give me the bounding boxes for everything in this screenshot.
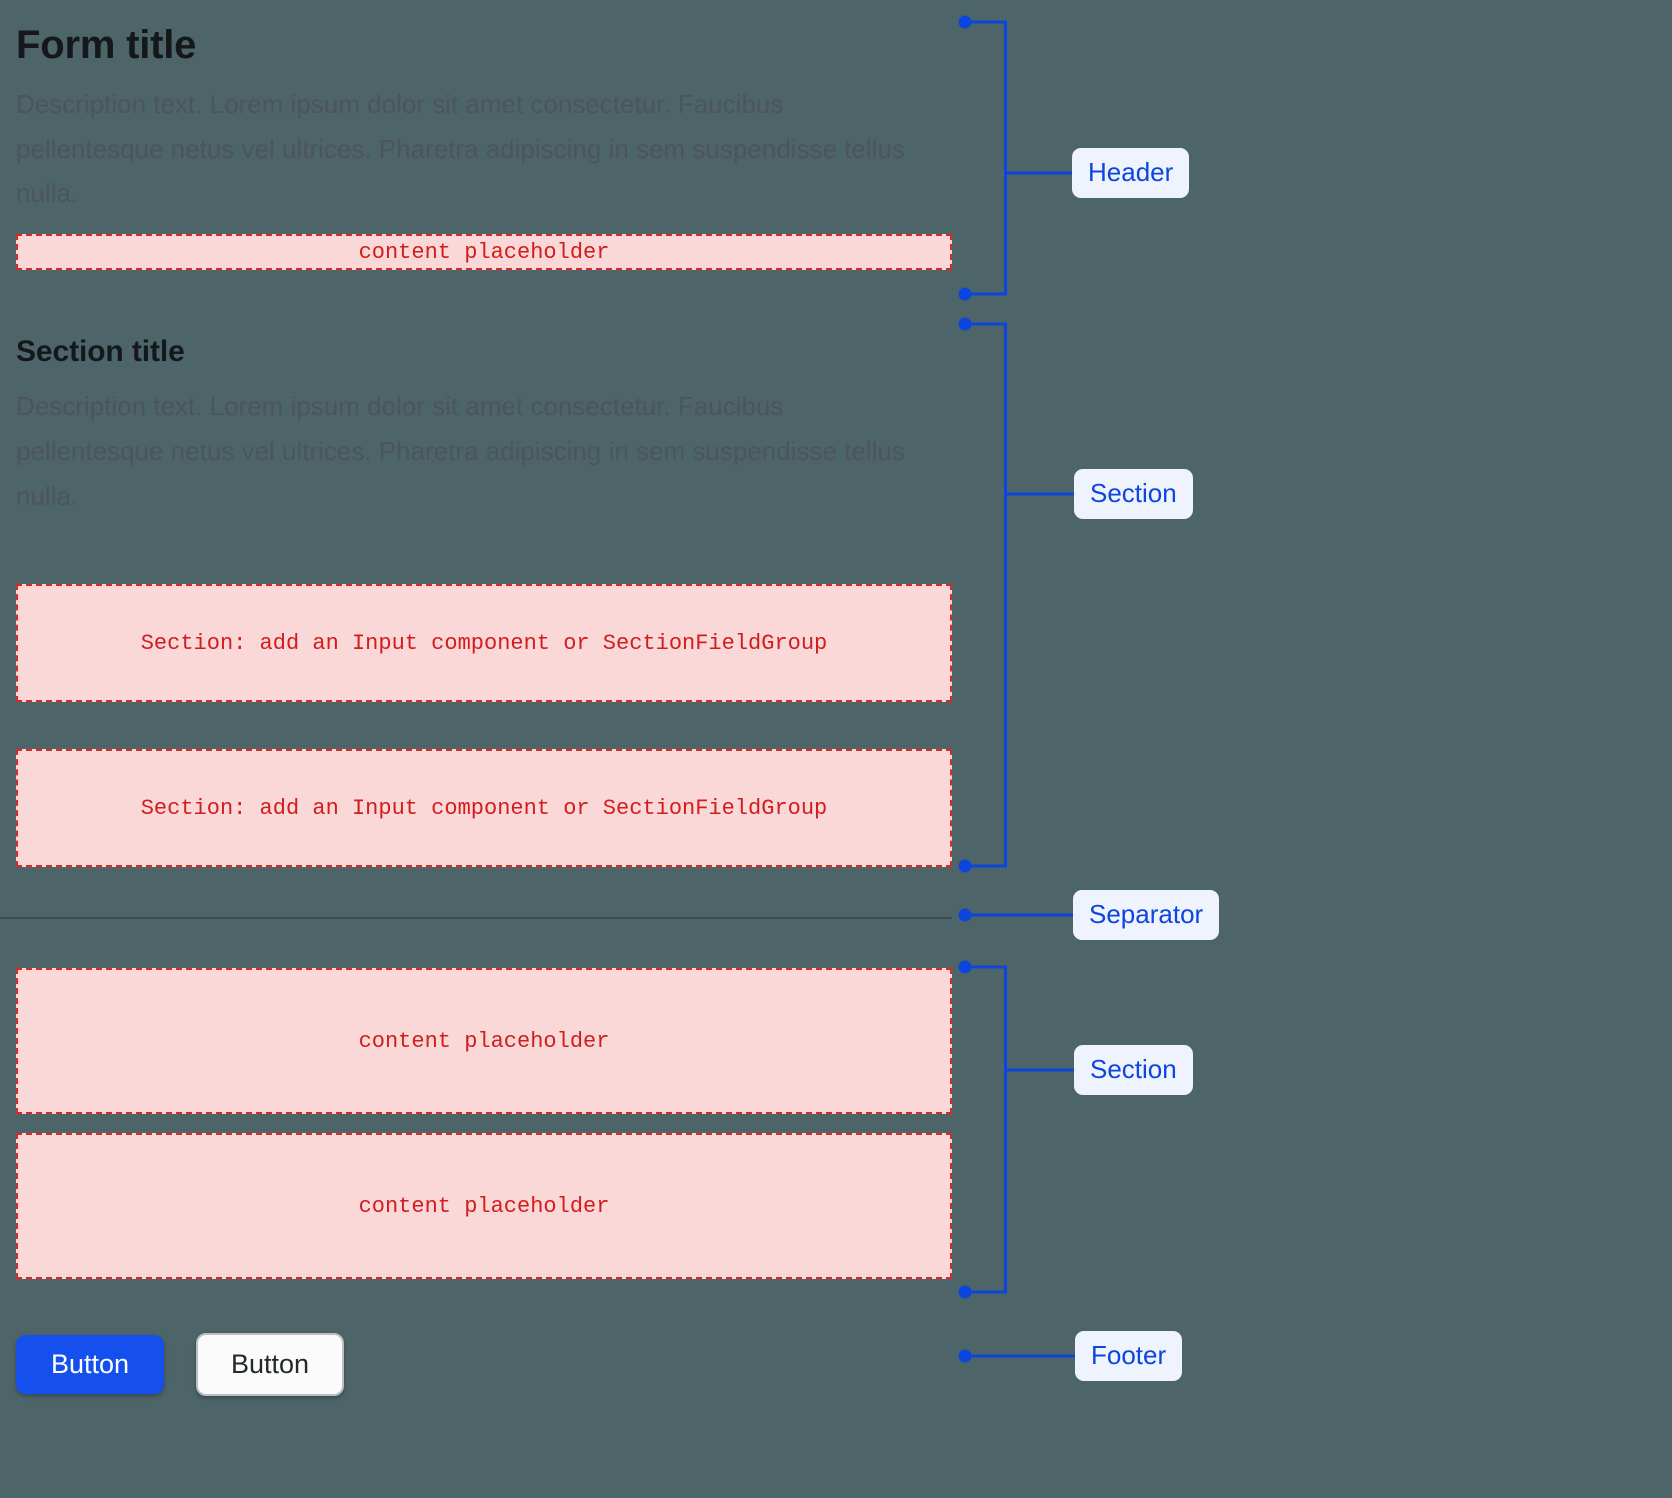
annotation-label-header[interactable]: Header <box>1072 148 1190 198</box>
annotation-leader-separator <box>965 913 1073 917</box>
annotation-line-section-two-bottom <box>965 1290 1007 1294</box>
section-two-placeholder-2: content placeholder <box>16 1133 952 1280</box>
annotation-line-section-bottom <box>965 864 1007 868</box>
section-title: Section title <box>16 335 185 369</box>
annotation-leader-footer <box>965 1354 1075 1358</box>
primary-button[interactable]: Button <box>16 1335 164 1395</box>
annotation-leader-section-two <box>1004 1068 1074 1072</box>
form-content: Form title Description text. Lorem ipsum… <box>0 0 952 1397</box>
annotation-label-section[interactable]: Section <box>1074 469 1193 519</box>
section-field-placeholder-1: Section: add an Input component or Secti… <box>16 584 952 703</box>
annotation-bracket-header <box>1004 22 1007 294</box>
annotation-bracket-section-two <box>1004 967 1007 1292</box>
form-header-block: Form title Description text. Lorem ipsum… <box>16 22 952 271</box>
section-two-placeholder-1: content placeholder <box>16 968 952 1115</box>
annotation-line-header-bottom <box>965 292 1007 296</box>
header-description: Description text. Lorem ipsum dolor sit … <box>16 89 905 209</box>
annotation-leader-header <box>1004 171 1072 175</box>
section-description: Description text. Lorem ipsum dolor sit … <box>16 391 905 511</box>
annotation-label-footer[interactable]: Footer <box>1075 1331 1183 1381</box>
section-field-placeholder-1-label: Section: add an Input component or Secti… <box>140 630 828 656</box>
header-placeholder-label: content placeholder <box>358 239 610 265</box>
secondary-button[interactable]: Button <box>196 1333 344 1397</box>
annotation-line-header-top <box>965 20 1007 24</box>
section-field-placeholder-2: Section: add an Input component or Secti… <box>16 749 952 868</box>
section-field-placeholder-2-label: Section: add an Input component or Secti… <box>140 795 828 821</box>
section-two-placeholder-1-label: content placeholder <box>358 1028 610 1054</box>
form-section-two-block: content placeholder content placeholder <box>16 968 952 1280</box>
page-title: Form title <box>16 23 197 67</box>
annotation-leader-section <box>1004 492 1074 496</box>
form-section-block: Section title Description text. Lorem ip… <box>16 334 952 868</box>
annotation-label-section-two[interactable]: Section <box>1074 1045 1193 1095</box>
annotation-line-section-top <box>965 322 1007 326</box>
annotation-bracket-section <box>1004 324 1007 866</box>
separator <box>0 917 952 920</box>
section-two-placeholder-2-label: content placeholder <box>358 1193 610 1219</box>
form-footer: Button Button <box>16 1333 952 1397</box>
annotation-label-separator[interactable]: Separator <box>1073 890 1220 940</box>
annotation-line-section-two-top <box>965 965 1007 969</box>
header-content-placeholder: content placeholder <box>16 234 952 271</box>
